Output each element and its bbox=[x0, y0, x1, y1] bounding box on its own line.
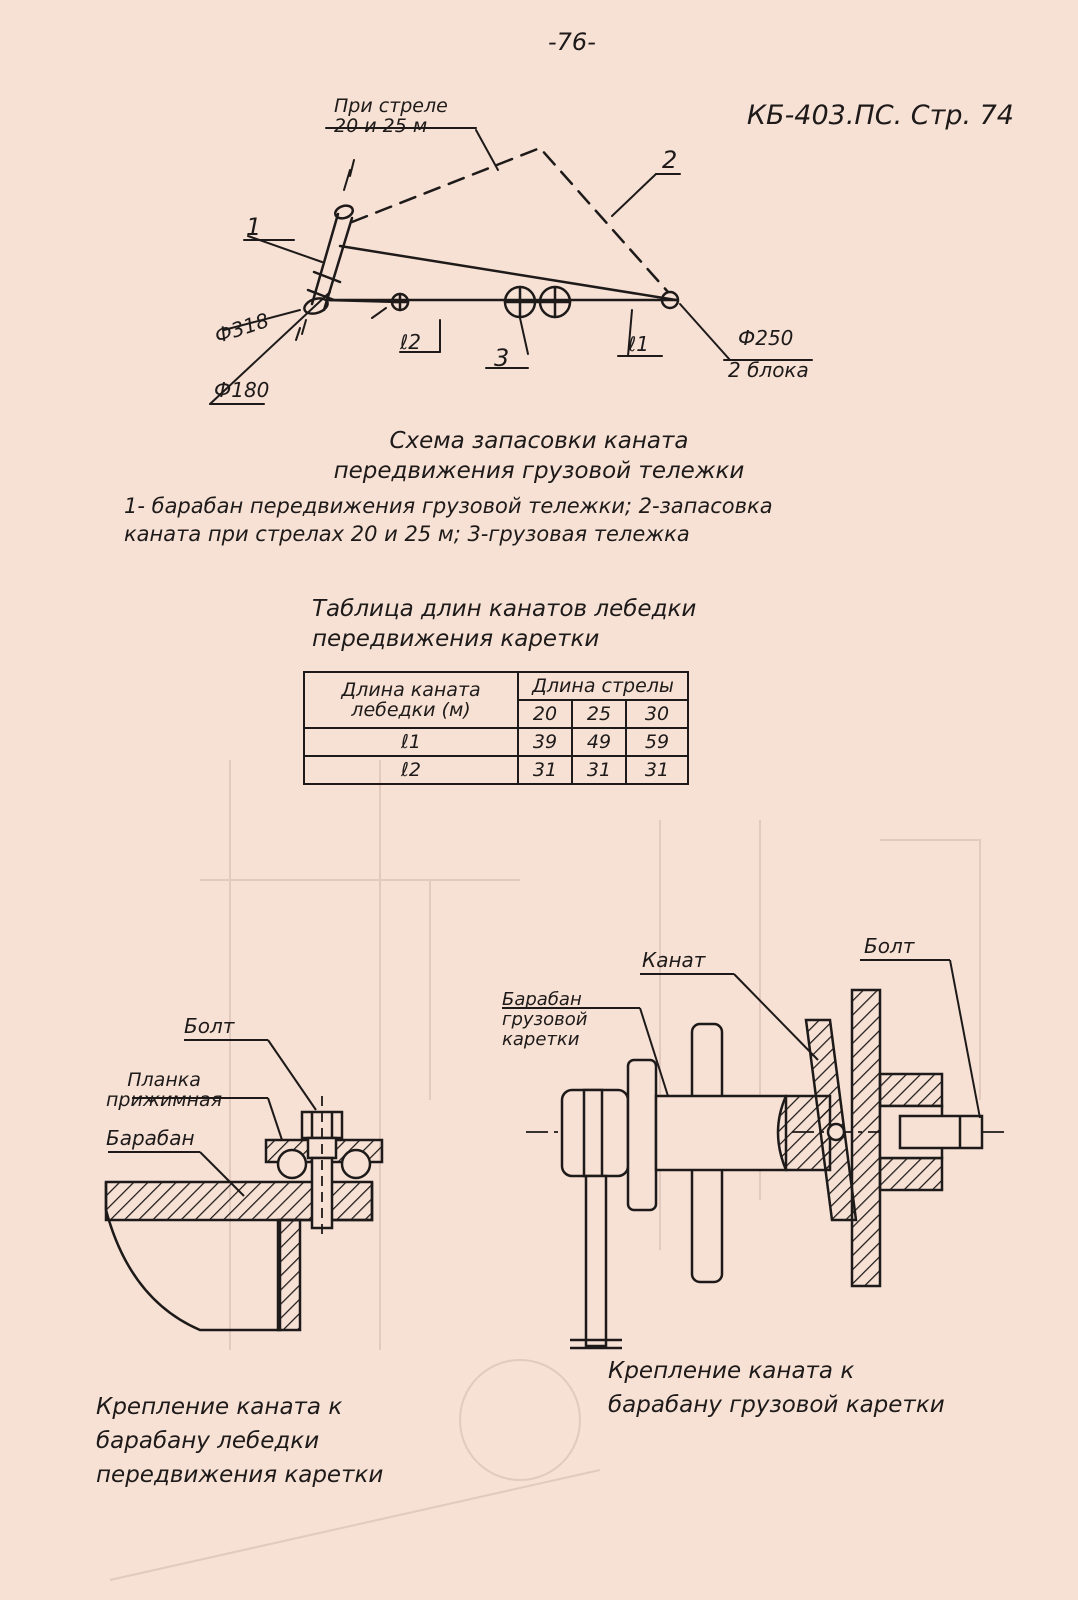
table-boom-20: 20 bbox=[517, 699, 573, 729]
label-2-blocks: 2 блока bbox=[728, 358, 809, 382]
table-row: ℓ1 39 49 59 bbox=[303, 727, 689, 757]
table-cell: 31 bbox=[625, 755, 689, 785]
table-header-boom-length: Длина стрелы bbox=[517, 671, 689, 701]
table-cell: 39 bbox=[517, 727, 573, 757]
label-1: 1 bbox=[246, 213, 262, 241]
right-label-drum: Барабан грузовой каретки bbox=[502, 989, 588, 1050]
label-2: 2 bbox=[662, 146, 678, 174]
left-label-clamping-plate: Планка прижимная bbox=[106, 1069, 223, 1111]
page-number: -76- bbox=[548, 28, 596, 56]
table-boom-30: 30 bbox=[625, 699, 689, 729]
scheme-legend-line-1: 1- барабан передвижения грузовой тележки… bbox=[124, 494, 773, 518]
table-header-rope-length: Длина каната лебедки (м) bbox=[303, 671, 519, 729]
scheme-caption-line-2: передвижения грузовой тележки bbox=[333, 458, 745, 484]
left-label-bolt: Болт bbox=[184, 1014, 235, 1038]
right-label-bolt: Болт bbox=[864, 934, 915, 958]
right-figure-caption: Крепление каната к барабану грузовой кар… bbox=[608, 1358, 945, 1418]
scheme-caption-line-1: Схема запасовки каната bbox=[389, 428, 689, 454]
label-d180: Ф180 bbox=[214, 378, 270, 402]
left-figure-caption: Крепление каната к барабану лебедки пере… bbox=[96, 1394, 384, 1488]
table-row-name: ℓ2 bbox=[303, 755, 519, 785]
table-cell: 49 bbox=[571, 727, 627, 757]
table-title-line-2: передвижения каретки bbox=[312, 626, 600, 652]
document-reference: КБ-403.ПС. Стр. 74 bbox=[746, 100, 1014, 131]
drum-1-shape bbox=[295, 159, 355, 341]
table-row-name: ℓ1 bbox=[303, 727, 519, 757]
scheme-legend-line-2: каната при стрелах 20 и 25 м; 3-грузовая… bbox=[124, 522, 690, 546]
table-row: ℓ2 31 31 31 bbox=[303, 755, 689, 785]
label-d250: Ф250 bbox=[738, 326, 794, 350]
table-cell: 59 bbox=[625, 727, 689, 757]
left-label-drum: Барабан bbox=[106, 1126, 195, 1150]
rope-length-table: Длина каната лебедки (м) Длина стрелы 20… bbox=[303, 671, 689, 785]
label-3: 3 bbox=[494, 344, 510, 372]
table-title-line-1: Таблица длин канатов лебедки bbox=[312, 596, 697, 622]
table-cell: 31 bbox=[571, 755, 627, 785]
label-l1: ℓ1 bbox=[628, 332, 649, 356]
table-cell: 31 bbox=[517, 755, 573, 785]
table-boom-25: 25 bbox=[571, 699, 627, 729]
label-l2: ℓ2 bbox=[400, 330, 421, 354]
label-boom-20-25: При стреле 20 и 25 м bbox=[334, 95, 448, 137]
right-label-rope: Канат bbox=[642, 948, 706, 972]
